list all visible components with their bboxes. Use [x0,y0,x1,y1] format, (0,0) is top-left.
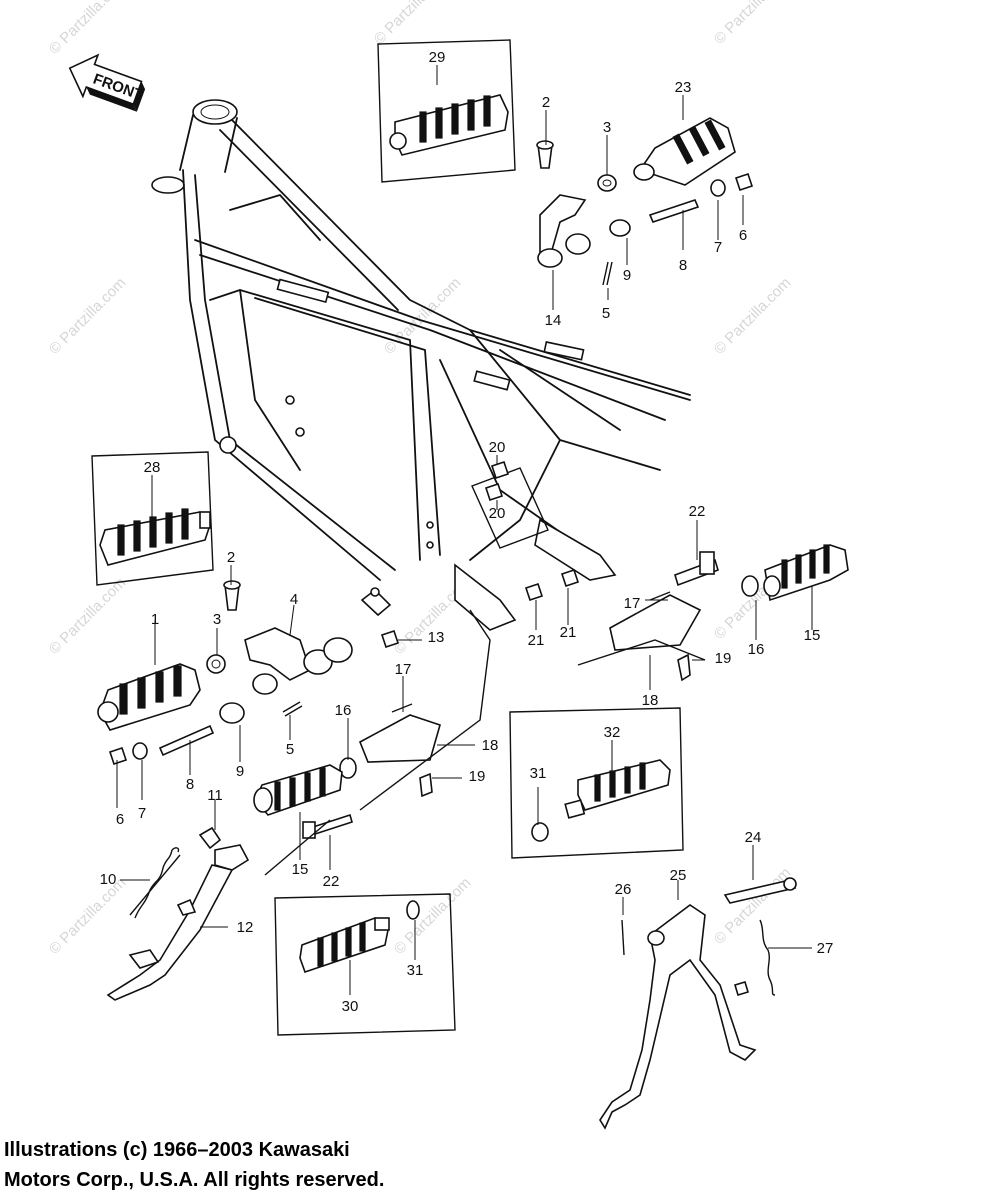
copyright-notice: Illustrations (c) 1966–2003 Kawasaki Mot… [4,1135,384,1195]
callout-17: 17 [624,595,641,612]
callout-8: 8 [679,257,687,274]
callout-21: 21 [560,624,577,641]
callout-1: 1 [151,611,159,628]
callout-14: 14 [545,312,562,329]
callout-32: 32 [604,724,621,741]
footpeg-rubber-29 [389,94,509,156]
washer-31-lower [406,900,420,920]
callout-9: 9 [236,763,244,780]
callout-29: 29 [429,49,446,66]
center-stand [599,877,797,1130]
watermark-text: © Partzilla.com [46,0,129,58]
callout-3: 3 [213,611,221,628]
watermark-text: © Partzilla.com [46,574,129,657]
callout-2: 2 [227,549,235,566]
box-30 [274,893,456,1036]
watermark-text: © Partzilla.com [46,874,129,957]
watermark-text: © Partzilla.com [371,0,454,48]
callout-15: 15 [804,627,821,644]
side-stand [106,826,250,1001]
callout-5: 5 [602,305,610,322]
callout-4: 4 [290,591,298,608]
callout-7: 7 [138,805,146,822]
front-arrow-sign: FRONT [68,53,145,112]
box-29 [377,39,516,183]
callout-18: 18 [482,737,499,754]
callout-6: 6 [116,811,124,828]
box-28 [91,451,214,586]
callout-22: 22 [689,503,706,520]
watermark-text: © Partzilla.com [381,274,464,357]
callout-6: 6 [739,227,747,244]
callout-7: 7 [714,239,722,256]
callout-18: 18 [642,692,659,709]
callout-25: 25 [670,867,687,884]
box-32 [509,707,684,859]
copyright-line-1: Illustrations (c) 1966–2003 Kawasaki [4,1139,350,1161]
callout-9: 9 [623,267,631,284]
watermark-text: © Partzilla.com [711,0,794,48]
callout-20: 20 [489,439,506,456]
left-passenger-footrest [253,609,491,876]
footpeg-rubber-28 [99,508,211,566]
callout-2: 2 [542,94,550,111]
callout-8: 8 [186,776,194,793]
upper-right-footrest-assembly [536,117,754,286]
footpeg-rubber-32 [564,759,671,819]
footpeg-rubber-30 [299,917,390,974]
callout-13: 13 [428,629,445,646]
callout-10: 10 [100,871,117,888]
washer-31-upper [531,822,549,842]
left-footrest-assembly [97,580,400,766]
callout-27: 27 [817,940,834,957]
callout-31: 31 [407,962,424,979]
watermark-text: © Partzilla.com [391,874,474,957]
callout-16: 16 [335,702,352,719]
callout-24: 24 [745,829,762,846]
callout-26: 26 [615,881,632,898]
callout-19: 19 [469,768,486,785]
callout-23: 23 [675,79,692,96]
callout-20: 20 [489,505,506,522]
motorcycle-frame [151,99,691,631]
callout-21: 21 [528,632,545,649]
callout-28: 28 [144,459,161,476]
callout-12: 12 [237,919,254,936]
right-passenger-footrest [577,544,849,682]
callout-19: 19 [715,650,732,667]
callout-15: 15 [292,861,309,878]
callout-3: 3 [603,119,611,136]
callout-5: 5 [286,741,294,758]
callout-30: 30 [342,998,359,1015]
callout-11: 11 [207,787,223,804]
callout-16: 16 [748,641,765,658]
leader-lines [116,65,813,995]
callout-22: 22 [323,873,340,890]
copyright-line-2: Motors Corp., U.S.A. All rights reserved… [4,1169,385,1191]
callout-31: 31 [530,765,547,782]
watermark-text: © Partzilla.com [46,274,129,357]
watermark-text: © Partzilla.com [711,274,794,357]
callout-17: 17 [395,661,412,678]
